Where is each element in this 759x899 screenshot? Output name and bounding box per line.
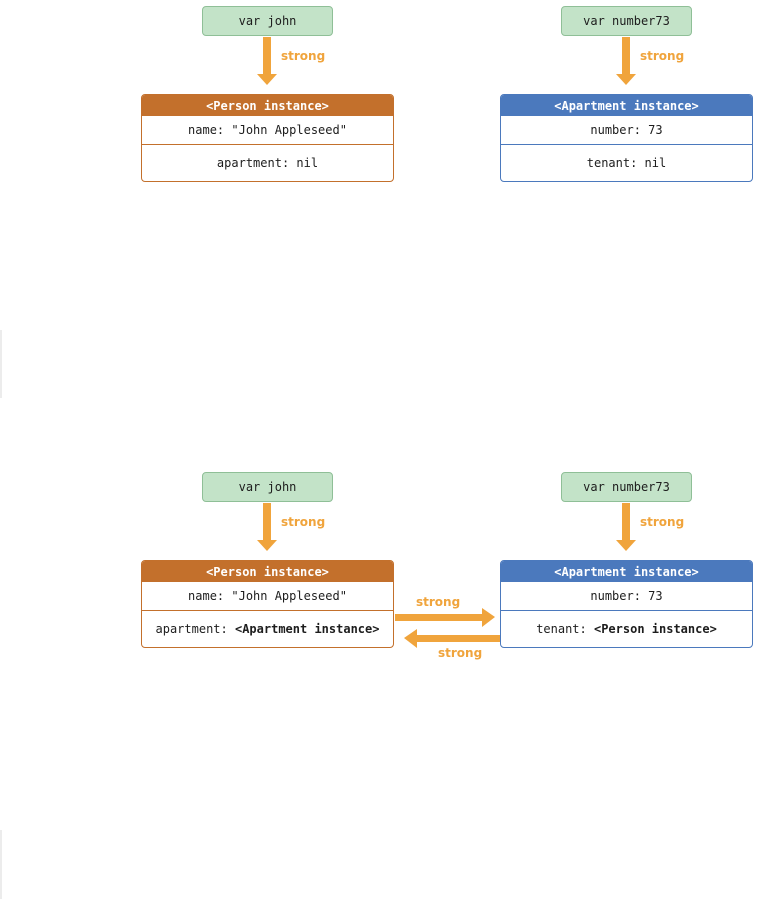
number73-variable: var number73 — [561, 6, 692, 36]
apartment-tenant-key: tenant: — [536, 622, 594, 636]
edge-mark — [0, 330, 2, 398]
apartment-tenant-row: tenant: nil — [586, 156, 667, 170]
person-instance: <Person instance> name: "John Appleseed"… — [141, 560, 394, 648]
john-variable-label: var john — [238, 480, 297, 494]
bottom-john-strong-arrow — [257, 503, 277, 551]
person-instance-header: <Person instance> — [142, 561, 393, 582]
person-apartment-row: apartment: <Apartment instance> — [142, 611, 393, 647]
top-john-strong-arrow — [257, 37, 277, 85]
john-variable: var john — [202, 6, 333, 36]
apartment-instance: <Apartment instance> number: 73 tenant: … — [500, 560, 753, 648]
number73-variable: var number73 — [561, 472, 692, 502]
person-to-apartment-strong-arrow — [395, 608, 495, 627]
john-strong-label: strong — [281, 49, 326, 63]
apartment-to-person-strong-label: strong — [438, 646, 483, 660]
apartment-instance-header: <Apartment instance> — [501, 561, 752, 582]
bottom-number73-strong-arrow — [616, 503, 636, 551]
number73-variable-label: var number73 — [583, 14, 670, 28]
edge-mark — [0, 830, 2, 899]
person-to-apartment-strong-label: strong — [416, 595, 461, 609]
person-instance: <Person instance> name: "John Appleseed"… — [141, 94, 394, 182]
apartment-number-row: number: 73 — [501, 116, 752, 145]
person-apartment-value: <Apartment instance> — [234, 622, 380, 636]
apartment-number-row: number: 73 — [501, 582, 752, 611]
apartment-tenant-row: tenant: <Person instance> — [501, 611, 752, 647]
top-number73-strong-arrow — [616, 37, 636, 85]
person-instance-header: <Person instance> — [142, 95, 393, 116]
apartment-instance-header: <Apartment instance> — [501, 95, 752, 116]
john-variable: var john — [202, 472, 333, 502]
number73-strong-label: strong — [640, 49, 685, 63]
apartment-instance: <Apartment instance> number: 73 tenant: … — [500, 94, 753, 182]
person-name-row: name: "John Appleseed" — [142, 116, 393, 145]
number73-strong-label: strong — [640, 515, 685, 529]
apartment-to-person-strong-arrow — [404, 629, 501, 648]
apartment-tenant-value: <Person instance> — [593, 622, 717, 636]
person-apartment-row: apartment: nil — [216, 156, 319, 170]
person-apartment-key: apartment: — [155, 622, 235, 636]
number73-variable-label: var number73 — [583, 480, 670, 494]
john-strong-label: strong — [281, 515, 326, 529]
john-variable-label: var john — [238, 14, 297, 28]
person-name-row: name: "John Appleseed" — [142, 582, 393, 611]
